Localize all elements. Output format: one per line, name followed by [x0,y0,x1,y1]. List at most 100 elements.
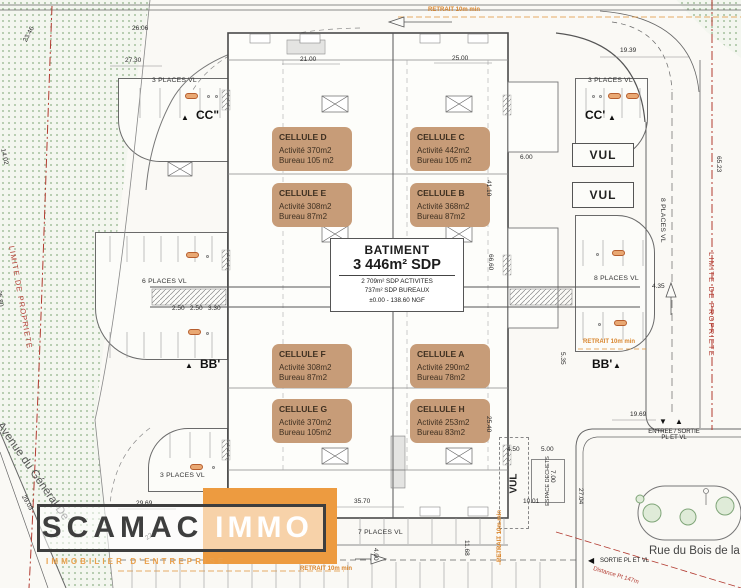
dim-label: 41.10 [485,180,492,197]
dim-label: 19.69 [630,411,647,418]
vul-box-1: VUL [572,143,634,167]
street-rue: Rue du Bois de la Fe [649,545,741,557]
dim-label: 10.01 [523,498,540,505]
entry-arrow-down-icon: ▼ [659,417,667,426]
moto-icon [599,95,602,98]
section-marker-cc-left: CC" [196,108,220,122]
car-icon [608,93,621,99]
parking-label-mid-left: 6 PLACES VL [142,278,187,285]
car-icon [626,93,639,99]
moto-icon [596,253,599,256]
cell-bureau: Bureau 87m2 [417,212,466,222]
cell-activite: Activité 370m2 [279,418,332,427]
section-marker-cc-right: CC' [585,108,606,122]
dim-label: 27.04 [577,488,584,505]
batiment-activites: 2 709m² SDP ACTIVITES [361,278,433,285]
dim-label: 29.69 [136,500,152,507]
dim-label: 7.00 [549,470,556,483]
dim-label: 4.50 [507,446,520,453]
batiment-bureaux: 737m² SDP BUREAUX [364,287,430,295]
section-triangle-icon: ▲ [613,361,621,370]
cell-card-f: CELLULE F Activité 308m2 Bureau 87m2 [272,344,352,388]
logo-tagline: IMMOBILIER D'ENTREPRISE [46,557,227,566]
scamac-immo-logo: SCAMAC IMMO [37,504,326,552]
cell-bureau: Bureau 83m2 [417,428,466,438]
vul-box-2: VUL [572,182,634,208]
cell-card-b: CELLULE B Activité 368m2 Bureau 87m2 [410,183,490,227]
espace-dechets-box: ESPACE DECHETS [531,456,565,506]
dim-label: 65.23 [715,156,722,173]
dim-label: 5.00 [541,446,554,453]
car-icon [188,329,201,335]
cell-bureau: Bureau 78m2 [417,373,466,383]
cell-activite: Activité 308m2 [279,202,332,211]
parking-label-road: 8 PLACES VL [659,198,666,243]
parking-label-mid-right: 8 PLACES VL [594,275,639,282]
cell-activite: Activité 368m2 [417,202,470,211]
dim-label: 11.68 [463,540,470,556]
cell-activite: Activité 290m2 [417,363,470,372]
section-marker-bb-left: BB' [200,357,221,371]
moto-icon [207,95,210,98]
vul-label: VUL [508,473,520,493]
parking-top-left [118,78,230,162]
cell-name: CELLULE F [279,349,326,359]
cell-card-a: CELLULE A Activité 290m2 Bureau 78m2 [410,344,490,388]
cell-card-c: CELLULE C Activité 442m2 Bureau 105 m2 [410,127,490,171]
section-triangle-icon: ▲ [181,113,189,122]
cell-bureau: Bureau 105 m2 [279,156,334,166]
parking-mid-right [575,215,655,352]
cell-name: CELLULE C [417,132,465,142]
entry-arrow-up-icon: ▲ [675,417,683,426]
dimension-lines [110,56,690,510]
entree-sortie-label: ENTREE / SORTIE PL ET VL [645,429,703,441]
moto-icon [598,323,601,326]
cell-card-g: CELLULE G Activité 370m2 Bureau 105m2 [272,399,352,443]
dim-label: 6.00 [520,154,533,161]
dim-label: 26.06 [132,25,149,32]
retrait-label-right: RETRAIT 10m min [583,339,636,345]
car-icon [185,93,198,99]
cell-name: CELLULE G [279,404,328,414]
parking-label-bottom-left: 3 PLACES VL [160,472,205,479]
batiment-summary: BATIMENT 3 446m² SDP 2 709m² SDP ACTIVIT… [330,238,464,312]
dim-label: 2.50 [190,305,203,312]
vul-box-3: VUL [499,437,529,529]
parking-label-top-right: 3 PLACES VL [588,77,633,84]
logo-scamac-text: SCAMAC [41,511,204,544]
tree-icons [635,494,735,526]
parking-label-top-left: 3 PLACES VL [152,77,197,84]
cell-name: CELLULE D [279,132,327,142]
logo-immo-text: IMMO [215,511,313,544]
car-icon [190,464,203,470]
dim-label: 27.30 [125,57,142,64]
dim-label: 25.00 [452,55,469,62]
entree-line2: PL ET VL [661,435,687,441]
cell-bureau: Bureau 105m2 [279,428,332,438]
car-icon [614,320,627,326]
dim-label: 5.35 [559,352,566,365]
car-icon [612,250,625,256]
moto-icon [206,332,209,335]
entree-line1: ENTREE / SORTIE [648,429,700,435]
moto-icon [212,466,215,469]
roundabout [637,485,741,541]
batiment-title: BATIMENT [364,243,430,257]
road-arrow-icons [355,16,677,565]
cell-card-e: CELLULE E Activité 308m2 Bureau 87m2 [272,183,352,227]
moto-icon [215,95,218,98]
dim-label: 25.40 [485,416,492,433]
retrait-label-vertical: RETRAIT 10m min [497,509,503,562]
sortie-label: SORTIE PL ET VL [600,558,650,564]
cell-activite: Activité 370m2 [279,146,332,155]
cell-name: CELLULE E [279,188,327,198]
cell-card-d: CELLULE D Activité 370m2 Bureau 105 m2 [272,127,352,171]
section-triangle-icon: ▲ [608,113,616,122]
retrait-label-bottom: RETRAIT 10m min [300,566,353,572]
section-marker-bb-right: BB' [592,357,613,371]
property-lines [28,0,741,588]
dim-label: 4.35 [652,283,665,290]
parking-label-bottom: 7 PLACES VL [358,529,403,536]
cell-activite: Activité 253m2 [417,418,470,427]
divider [339,275,455,276]
